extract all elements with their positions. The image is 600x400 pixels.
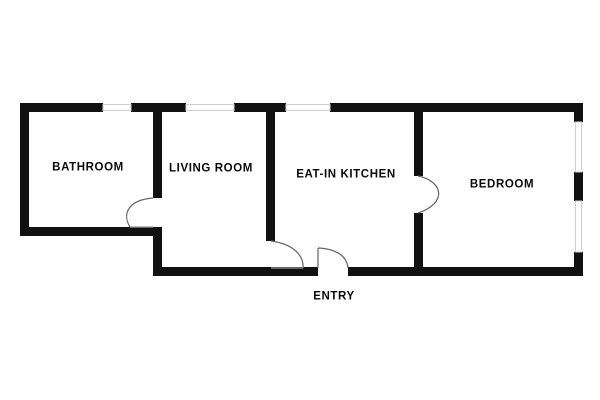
wall-bathroom-south [20,227,162,236]
walls-group [20,103,583,276]
room-label-living-room: LIVING ROOM [169,162,253,175]
wall-kitchen-bedroom-lower [414,213,423,276]
wall-bathroom-living-upper [153,103,162,198]
wall-top-seg-3 [234,103,286,112]
wall-top-seg-4 [330,103,583,112]
kitchen-bedroom-door-arc [417,175,440,214]
window-top-2 [185,104,235,111]
bathroom-door-arc [126,197,154,228]
entry-door-swing [317,247,349,269]
room-label-bathroom: BATHROOM [52,161,124,174]
window-right-1 [575,121,582,173]
doors-group [126,175,440,269]
windows-group [102,104,582,253]
window-top-1 [102,104,132,111]
wall-right-seg-2 [574,172,583,201]
living-kitchen-door-arc [270,240,304,269]
room-label-eat-in-kitchen: EAT-IN KITCHEN [296,168,396,181]
wall-bottom-seg-2 [348,267,583,276]
window-top-3 [285,104,331,111]
wall-kitchen-bedroom-upper [414,103,423,176]
window-right-2 [575,200,582,253]
room-label-bedroom: BEDROOM [469,178,535,191]
wall-right-seg-3 [574,252,583,276]
wall-top-seg-1 [20,103,103,112]
wall-bottom-seg-1 [153,267,318,276]
wall-left-exterior [20,103,29,236]
wall-bathroom-living-lower [153,227,162,276]
wall-right-seg-1 [574,103,583,122]
wall-living-kitchen [266,103,275,241]
entry-label: ENTRY [313,290,355,303]
